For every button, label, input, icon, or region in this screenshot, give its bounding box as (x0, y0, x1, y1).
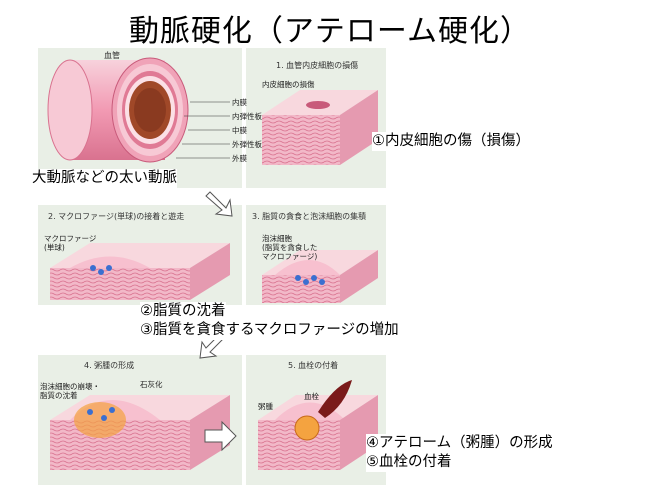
panel-label: 泡沫細胞の崩壊・ (40, 382, 100, 391)
layer-label: 外弾性板 (232, 140, 262, 149)
vessel-cylinder (47, 57, 230, 163)
layer-label: 外膜 (232, 154, 247, 163)
panel-label: 泡沫細胞 (262, 234, 292, 243)
tissue-block-4 (50, 395, 230, 470)
page-title: 動脈硬化（アテローム硬化） (128, 14, 532, 49)
macrophage-cluster (87, 265, 325, 421)
tissue-block-2 (50, 243, 230, 300)
tissue-block-5 (258, 380, 378, 470)
panel-label: マクロファージ) (262, 252, 318, 261)
layer-label: 中膜 (232, 126, 247, 135)
panel-label: 脂質の沈着 (40, 391, 78, 400)
panel-caption: 2. マクロファージ(単球)の接着と遊走 (48, 212, 185, 221)
annotation-step5: ⑤血栓の付着 (366, 453, 452, 472)
panel-caption: 3. 脂質の貪食と泡沫細胞の集積 (252, 212, 367, 221)
annotation-step3: ③脂質を貪食するマクロファージの増加 (140, 321, 399, 340)
layer-label: 内弾性板 (232, 112, 262, 121)
annotation-large-artery: 大動脈などの太い動脈 (32, 169, 177, 188)
annotation-step1: ①内皮細胞の傷（損傷） (372, 132, 530, 151)
annotation-step4: ④アテローム（粥腫）の形成 (366, 434, 553, 453)
panel-label: (単球) (44, 243, 65, 252)
tissue-block-1 (262, 90, 378, 165)
panel-caption: 4. 粥腫の形成 (84, 361, 135, 370)
panel-caption: 5. 血栓の付着 (288, 361, 339, 370)
tissue-block-3 (262, 250, 378, 303)
panel-caption: 1. 血管内皮細胞の損傷 (276, 61, 359, 70)
panel-label: 粥腫 (258, 402, 273, 411)
panel-label: 石灰化 (140, 380, 163, 389)
annotation-step2: ②脂質の沈着 (140, 302, 226, 321)
panel-label: 内皮細胞の損傷 (262, 80, 315, 89)
panel-label: (脂質を貪食した (262, 243, 318, 252)
vessel-label: 血管 (104, 51, 120, 60)
panel-label: 血栓 (304, 392, 319, 401)
layer-label: 内膜 (232, 98, 247, 107)
panel-label: マクロファージ (44, 234, 97, 243)
